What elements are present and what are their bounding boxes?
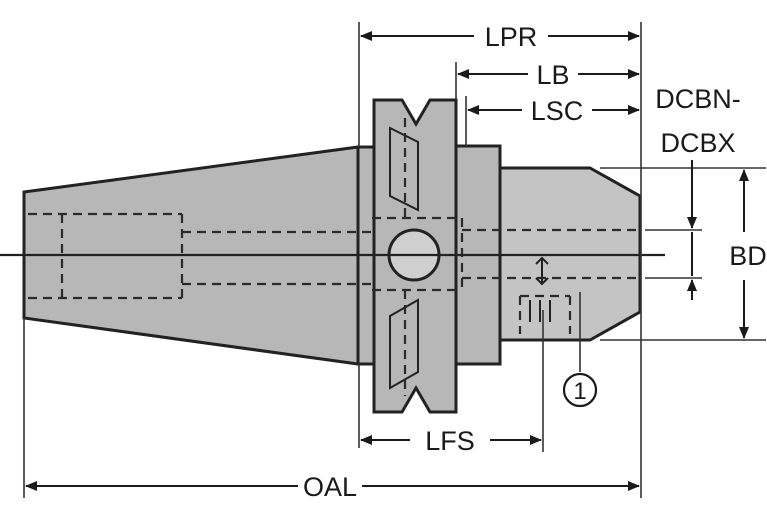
- dcbx-label: DCBX: [660, 128, 735, 158]
- lsc-label: LSC: [531, 96, 584, 126]
- lfs-label: LFS: [425, 426, 475, 456]
- callout-circle: [562, 372, 598, 408]
- set-screw: [529, 295, 551, 322]
- lpr-label: LPR: [485, 22, 538, 52]
- small-arrow-marker: [535, 256, 549, 286]
- drive-slot: [389, 298, 419, 390]
- oal-label: OAL: [303, 472, 357, 502]
- callout-number: 1: [573, 378, 586, 405]
- bd-label: BD: [729, 241, 767, 271]
- drive-slot: [389, 126, 419, 212]
- lb-label: LB: [536, 60, 569, 90]
- dcbn-label: DCBN-: [655, 84, 741, 114]
